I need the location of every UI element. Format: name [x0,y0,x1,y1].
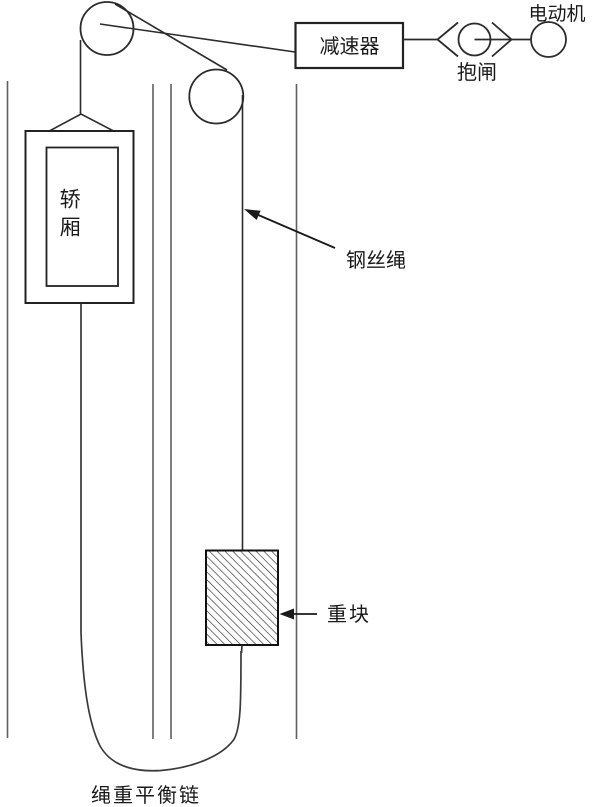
wire-rope-arrow-line [255,213,336,249]
wire-rope-sheave-to-pulley [114,3,228,71]
wire-rope-arrowhead [244,209,261,220]
motor-circle [530,21,567,58]
label-weight: 重块 [327,602,371,626]
label-brake: 抱闸 [457,60,497,84]
deflector-pulley [188,68,245,125]
compensation-chain-curve [80,632,242,772]
label-car: 轿厢 [57,188,82,244]
car-inner-box [45,146,119,287]
reducer-box [294,21,405,70]
brake-shoe-left [436,21,459,58]
traction-sheave [79,1,135,56]
counterweight-block [205,549,279,646]
brake-shoe-right [491,21,513,58]
label-wire-rope: 钢丝绳 [346,248,406,272]
drive-shaft-line [99,23,296,53]
label-reducer: 减速器 [319,33,380,58]
label-compensation-chain: 绳重平衡链 [91,783,201,807]
car-suspension-triangle [47,113,115,133]
label-motor: 电动机 [528,3,586,25]
weight-arrowhead [279,608,294,620]
